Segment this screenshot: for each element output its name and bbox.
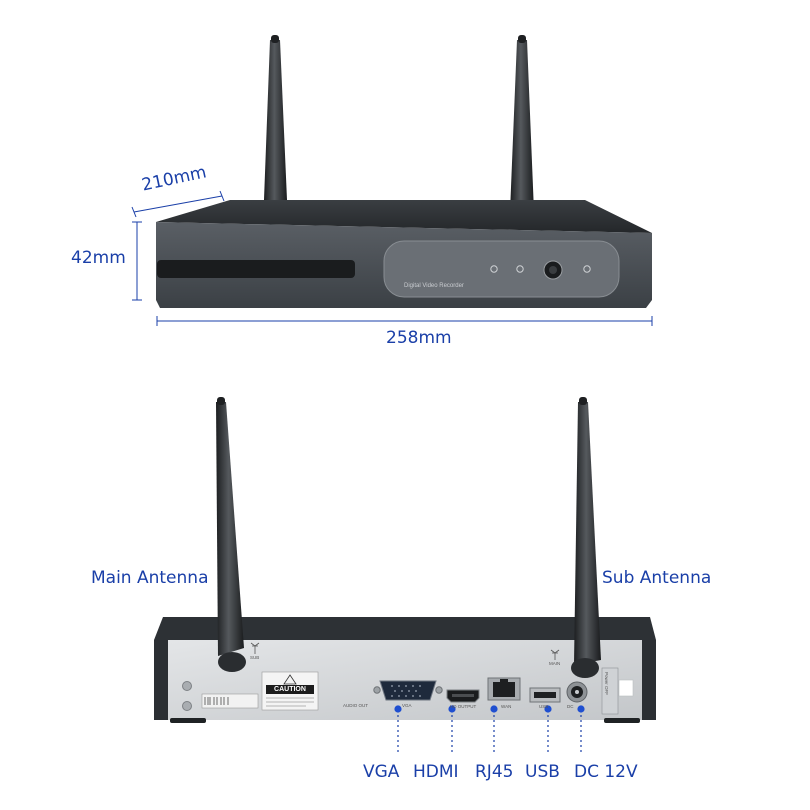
usb-port (529, 687, 561, 703)
usb-small-text: USB (539, 704, 549, 709)
audio-out-text: AUDIO OUT (343, 703, 369, 708)
power-switch (601, 667, 619, 715)
dc-jack (566, 681, 588, 703)
antenna-icon (550, 649, 560, 660)
front-right-antenna (510, 35, 534, 212)
front-slot (157, 260, 355, 278)
warning-icon (283, 674, 297, 685)
height-label: 42mm (71, 248, 126, 268)
callout-dots (394, 705, 585, 713)
sub-antenna (571, 397, 601, 678)
port-label-vga: VGA (363, 762, 400, 782)
main-antenna-label: Main Antenna (91, 568, 209, 588)
dimension-lines (131, 190, 653, 326)
caution-text: CAUTION (274, 686, 306, 693)
power-led-icon (490, 265, 498, 273)
hdd-led-icon (516, 265, 524, 273)
port-label-hdmi: HDMI (413, 762, 459, 782)
front-left-antenna (264, 35, 287, 200)
antenna-icon (250, 642, 260, 654)
main-antenna (216, 397, 246, 672)
screw-icon (182, 701, 192, 711)
screw-icon (182, 681, 192, 691)
rj45-port (487, 677, 521, 701)
serial-sticker (201, 693, 259, 709)
main-small-text: MAIN (549, 661, 561, 666)
rear-device-top (154, 617, 656, 640)
dc-small-text: DC (567, 704, 574, 709)
port-label-dc: DC 12V (574, 762, 638, 782)
hdmi-small-text: HD OUTPUT (450, 704, 477, 709)
vga-port (373, 680, 443, 701)
wan-small-text: WAN (501, 704, 512, 709)
width-label: 258mm (386, 328, 452, 348)
sub-antenna-label: Sub Antenna (602, 568, 712, 588)
power-small-text: Power OFF (604, 672, 609, 696)
front-control-panel (383, 240, 620, 298)
port-label-rj45: RJ45 (475, 762, 514, 782)
vga-small-text: VGA (402, 703, 412, 708)
network-led-icon (583, 265, 591, 273)
port-label-usb: USB (525, 762, 560, 782)
front-brand-text: Digital Video Recorder (404, 283, 464, 289)
callout-lines (397, 710, 582, 752)
sub-small-text: SUB (250, 655, 260, 660)
hdmi-port (446, 689, 480, 703)
